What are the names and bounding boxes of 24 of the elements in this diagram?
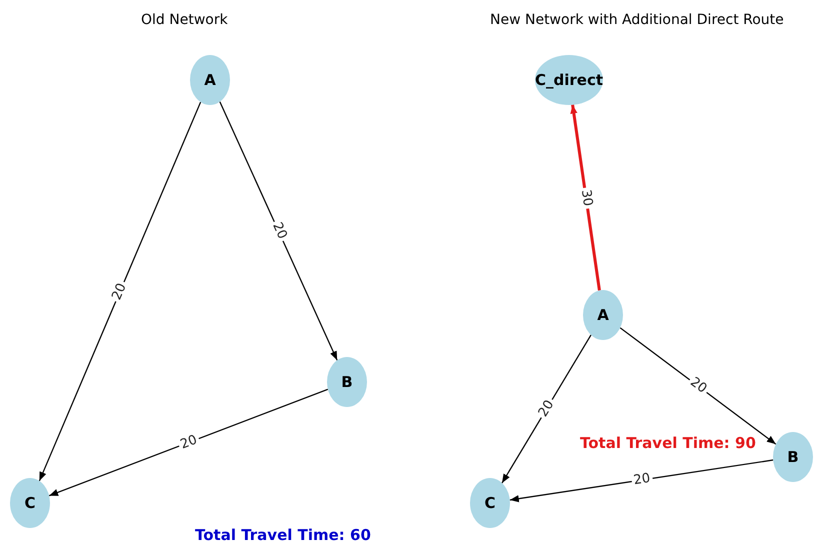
arrow xyxy=(620,327,776,445)
arrow xyxy=(38,102,202,482)
node-ellipse xyxy=(470,478,510,528)
node-ellipse xyxy=(190,55,230,105)
panel-title: Old Network xyxy=(141,11,228,30)
arrow xyxy=(48,388,328,496)
arrow xyxy=(502,334,592,484)
arrow xyxy=(570,104,601,291)
arrow xyxy=(510,459,774,502)
panel-title: New Network with Additional Direct Route xyxy=(490,11,784,30)
node-label: C_direct xyxy=(534,72,604,88)
node-label: A xyxy=(204,72,216,88)
node-ellipse xyxy=(10,478,50,528)
arrow xyxy=(219,102,338,360)
node-label: A xyxy=(597,307,609,323)
node-ellipse xyxy=(327,357,367,407)
node-label: C xyxy=(24,495,36,511)
total-label: Total Travel Time: 90 xyxy=(580,433,756,454)
node-ellipse xyxy=(583,290,623,340)
node-label: B xyxy=(787,449,799,465)
node-ellipse xyxy=(773,432,813,482)
node-label: B xyxy=(341,374,353,390)
total-label: Total Travel Time: 60 xyxy=(195,525,371,544)
node-label: C xyxy=(484,495,496,511)
